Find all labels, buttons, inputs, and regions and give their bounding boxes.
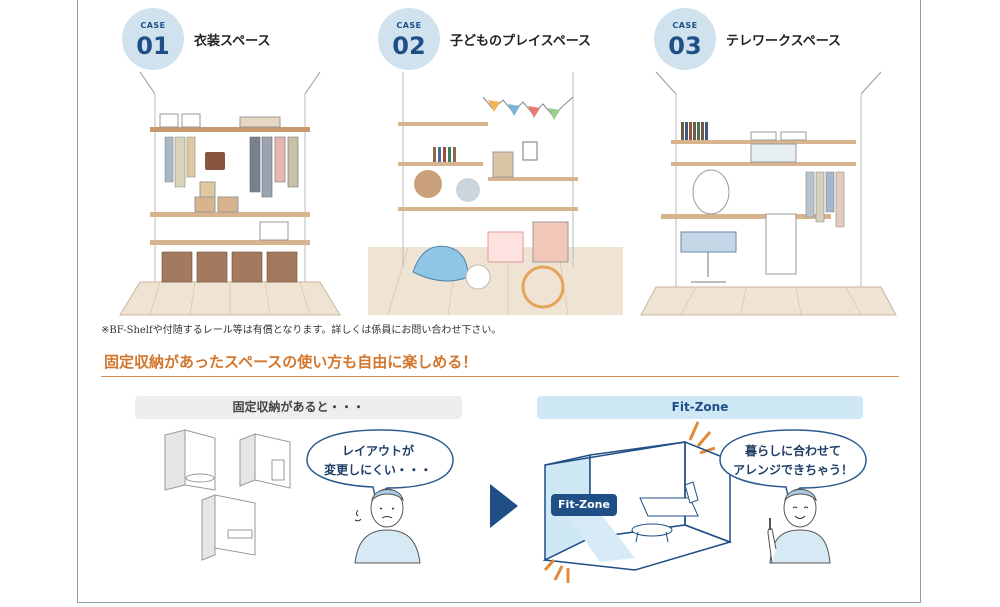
telework-illustration — [640, 71, 897, 316]
fit-zone-tag: Fit-Zone — [551, 494, 617, 516]
case-01-badge: CASE 01 — [122, 8, 184, 70]
right-bubble-line1: 暮らしに合わせて — [744, 444, 841, 458]
case-03-title: テレワークスペース — [726, 34, 842, 49]
case-03-label: CASE — [672, 21, 698, 30]
case-03-number: 03 — [668, 32, 702, 60]
case-03-badge: CASE 03 — [654, 8, 716, 70]
case-02-title: 子どものプレイスペース — [450, 34, 592, 49]
arrow-right-icon — [490, 484, 518, 528]
right-bubble-line2: アレンジできちゃう！ — [732, 463, 853, 477]
content-frame — [77, 0, 921, 603]
case-02-label: CASE — [396, 21, 422, 30]
left-bubble-text: レイアウトが 変更しにくい・・・ — [313, 442, 443, 480]
section-headline: 固定収納があったスペースの使い方も自由に楽しめる！ — [104, 353, 478, 371]
left-bubble-line1: レイアウトが — [341, 444, 414, 458]
fixed-storage-label: 固定収納があると・・・ — [135, 396, 462, 419]
headline-divider — [101, 376, 899, 377]
case-01-label: CASE — [140, 21, 166, 30]
pricing-note: ※BF-Shelfや付随するレール等は有償となります。詳しくは係員にお問い合わせ… — [101, 325, 502, 336]
happy-person-illustration — [767, 488, 831, 564]
case-02-badge: CASE 02 — [378, 8, 440, 70]
case-01-title: 衣装スペース — [194, 34, 271, 49]
fit-zone-label: Fit-Zone — [537, 396, 863, 419]
case-02-number: 02 — [392, 32, 426, 60]
worried-person-illustration — [354, 488, 421, 564]
closet-illustration — [119, 71, 341, 316]
right-bubble-text: 暮らしに合わせて アレンジできちゃう！ — [725, 442, 861, 480]
left-bubble-line2: 変更しにくい・・・ — [324, 463, 432, 477]
fixed-storage-rooms-illustration — [164, 429, 291, 561]
case-01-number: 01 — [136, 32, 170, 60]
play-space-illustration — [368, 72, 623, 316]
